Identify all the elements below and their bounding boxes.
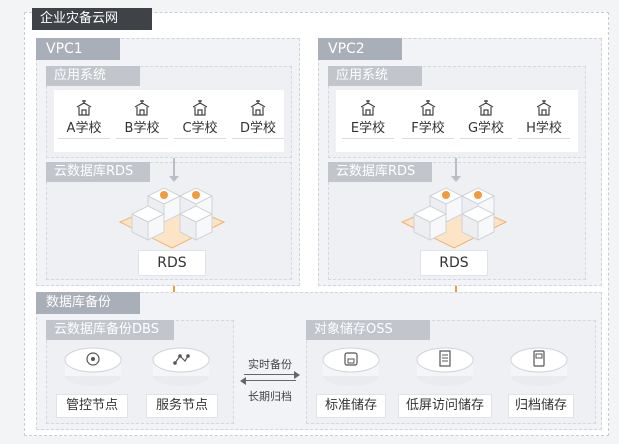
low-frequency-storage-label: 低屏访问储存 — [398, 394, 492, 418]
vpc1-label: VPC1 — [36, 38, 120, 60]
school-a: A学校 — [58, 98, 110, 140]
vpc2-arrow-head — [451, 176, 461, 182]
long-term-archive-label: 长期归档 — [248, 390, 292, 403]
low-frequency-storage-icon — [416, 347, 474, 386]
arrow-right-icon — [294, 371, 300, 379]
school-icon — [134, 100, 150, 116]
school-label: B学校 — [116, 120, 168, 139]
diagram-title: 企业灾备云网 — [32, 8, 152, 30]
school-f: F学校 — [402, 98, 454, 140]
school-icon — [360, 100, 376, 116]
vpc1-app-to-rds-arrow — [173, 158, 175, 178]
vpc1-app-section-label: 应用系统 — [46, 66, 140, 86]
vpc1-arrow-head — [169, 176, 179, 182]
vpc1-rds-section-label: 云数据库RDS — [46, 162, 150, 182]
vpc1-app-inner — [54, 90, 284, 152]
school-label: G学校 — [460, 120, 512, 139]
archive-storage-label: 归档储存 — [508, 394, 574, 418]
school-label: C学校 — [174, 120, 226, 139]
service-node-label: 服务节点 — [146, 394, 218, 418]
school-c: C学校 — [174, 98, 226, 140]
school-icon — [192, 100, 208, 116]
school-label: E学校 — [342, 120, 394, 139]
school-g: G学校 — [460, 98, 512, 140]
school-label: F学校 — [402, 120, 454, 139]
archive-storage-icon — [510, 347, 568, 386]
dbs-section-label: 云数据库备份DBS — [46, 320, 174, 340]
link-line-top — [244, 374, 296, 375]
school-d: D学校 — [232, 98, 284, 140]
vpc2-app-section-label: 应用系统 — [328, 66, 422, 86]
school-icon — [536, 100, 552, 116]
school-label: H学校 — [518, 120, 570, 139]
vpc2-app-inner — [336, 90, 578, 152]
backup-label: 数据库备份 — [36, 292, 140, 314]
rds-cluster-icon — [400, 187, 508, 249]
link-line-bottom — [244, 380, 296, 381]
arrow-left-icon — [240, 377, 246, 385]
standard-storage-label: 标准储存 — [316, 394, 386, 418]
rds-label: RDS — [420, 250, 488, 276]
control-node-icon — [64, 347, 122, 386]
school-icon — [420, 100, 436, 116]
school-h: H学校 — [518, 98, 570, 140]
school-e: E学校 — [342, 98, 394, 140]
vpc2-rds-section-label: 云数据库RDS — [328, 162, 432, 182]
oss-section-label: 对象储存OSS — [306, 320, 430, 340]
school-icon — [76, 100, 92, 116]
service-node-icon — [152, 347, 210, 386]
rds-label: RDS — [138, 250, 206, 276]
school-icon — [250, 100, 266, 116]
school-label: A学校 — [58, 120, 110, 139]
school-label: D学校 — [232, 120, 284, 139]
vpc2-label: VPC2 — [318, 38, 402, 60]
control-node-label: 管控节点 — [56, 394, 128, 418]
school-b: B学校 — [116, 98, 168, 140]
vpc2-app-to-rds-arrow — [455, 158, 457, 178]
standard-storage-icon — [322, 347, 380, 386]
school-icon — [478, 100, 494, 116]
realtime-backup-label: 实时备份 — [248, 358, 292, 371]
rds-cluster-icon — [118, 187, 226, 249]
